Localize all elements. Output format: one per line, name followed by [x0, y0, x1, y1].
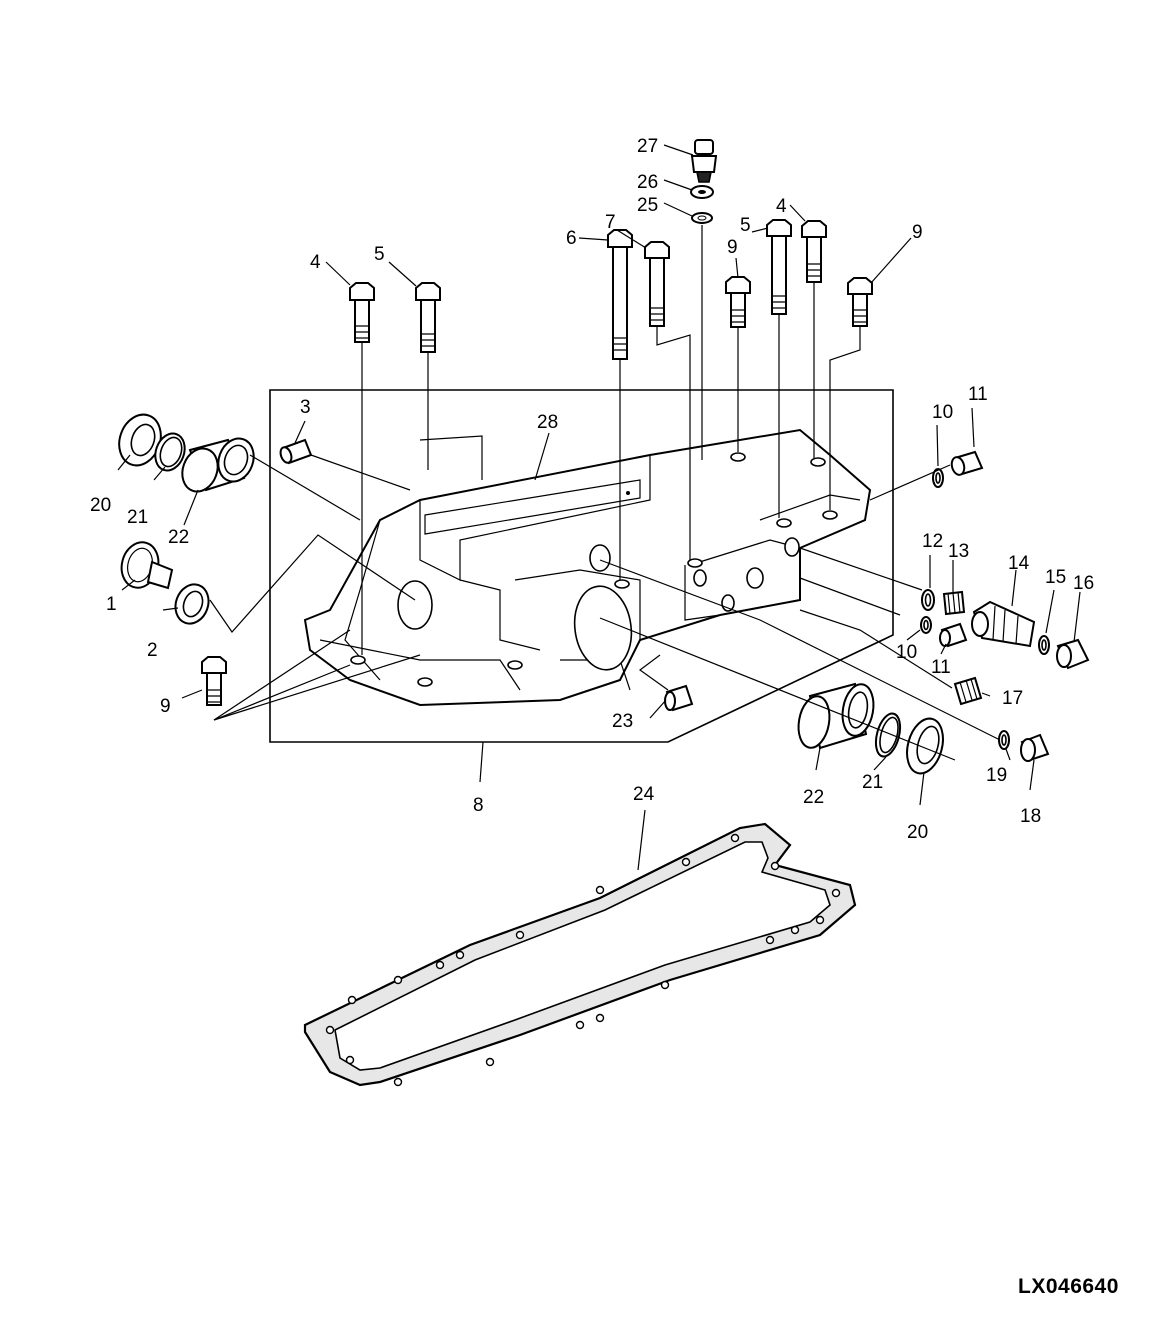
snap-ring-15	[1038, 635, 1050, 655]
plug-1	[120, 541, 174, 590]
callout-5: 5	[374, 244, 385, 265]
callout-16: 16	[1073, 573, 1094, 594]
washer-19	[998, 730, 1010, 750]
callout-12: 12	[922, 531, 943, 552]
snap-ring-21-left	[154, 432, 186, 472]
callout-15: 15	[1045, 567, 1066, 588]
valve-14	[971, 600, 1036, 648]
callout-23: 23	[612, 711, 633, 732]
leader-lines	[117, 144, 1081, 871]
callout-10: 10	[932, 402, 953, 423]
washer-10-upper	[932, 468, 944, 488]
callout-4: 4	[776, 196, 787, 217]
plug-3	[279, 438, 313, 465]
spring-17	[953, 676, 983, 706]
housing-body	[303, 428, 872, 707]
plug-11-upper	[950, 450, 984, 476]
washer-25	[691, 212, 713, 224]
callout-8: 8	[473, 795, 484, 816]
bolt-9-lower-left	[201, 656, 227, 706]
callout-10: 10	[896, 642, 917, 663]
bushing-22-left	[181, 437, 255, 493]
callout-labels: 27 26 25 4 7 6 5 9 9 4 5 11 10 3 28 20 2…	[90, 136, 1094, 843]
callout-3: 3	[300, 397, 311, 418]
figure-code: LX046640	[1018, 1275, 1119, 1298]
callout-25: 25	[637, 195, 658, 216]
plug-23	[664, 684, 694, 712]
fitting-27	[690, 139, 718, 183]
bolt-7	[644, 241, 670, 327]
callout-20: 20	[907, 822, 928, 843]
callout-26: 26	[637, 172, 658, 193]
callout-13: 13	[948, 541, 969, 562]
bolt-5-left	[415, 282, 441, 353]
seal-20-right	[906, 717, 944, 775]
callout-9: 9	[160, 696, 171, 717]
spring-13	[942, 590, 966, 616]
callout-27: 27	[637, 136, 658, 157]
bolt-5-right	[766, 219, 792, 315]
callout-24: 24	[633, 784, 655, 805]
callout-11: 11	[931, 657, 951, 678]
callout-11: 11	[968, 384, 988, 405]
callout-18: 18	[1020, 806, 1041, 827]
bolt-9-center	[725, 276, 751, 328]
plug-11-lower	[939, 622, 968, 648]
callout-21: 21	[862, 772, 883, 793]
bushing-22-right	[797, 682, 875, 750]
callout-22: 22	[168, 527, 189, 548]
callout-20: 20	[90, 495, 111, 516]
bolt-4-right	[801, 220, 827, 283]
callout-19: 19	[986, 765, 1007, 786]
callout-28: 28	[537, 412, 558, 433]
plug-18	[1020, 733, 1050, 762]
seal-20-left	[118, 413, 162, 467]
callout-6: 6	[566, 228, 577, 249]
callout-4: 4	[310, 252, 321, 273]
callout-7: 7	[605, 212, 616, 233]
callout-17: 17	[1002, 688, 1023, 709]
callout-1: 1	[106, 594, 117, 615]
bolt-6	[607, 229, 633, 360]
washer-12	[921, 589, 935, 611]
bolt-9-right	[847, 277, 873, 327]
callout-14: 14	[1008, 553, 1030, 574]
plug-16	[1056, 638, 1090, 670]
callout-21: 21	[127, 507, 148, 528]
seal-2	[174, 583, 210, 625]
callout-5: 5	[740, 215, 751, 236]
gasket-24	[303, 822, 857, 1087]
bolt-4-left	[349, 282, 375, 343]
callout-9: 9	[912, 222, 923, 243]
washer-10-lower	[920, 616, 932, 634]
snap-ring-21-right	[874, 712, 902, 758]
callout-2: 2	[147, 640, 158, 661]
callout-9: 9	[727, 237, 738, 258]
washer-26	[690, 185, 714, 199]
callout-22: 22	[803, 787, 824, 808]
